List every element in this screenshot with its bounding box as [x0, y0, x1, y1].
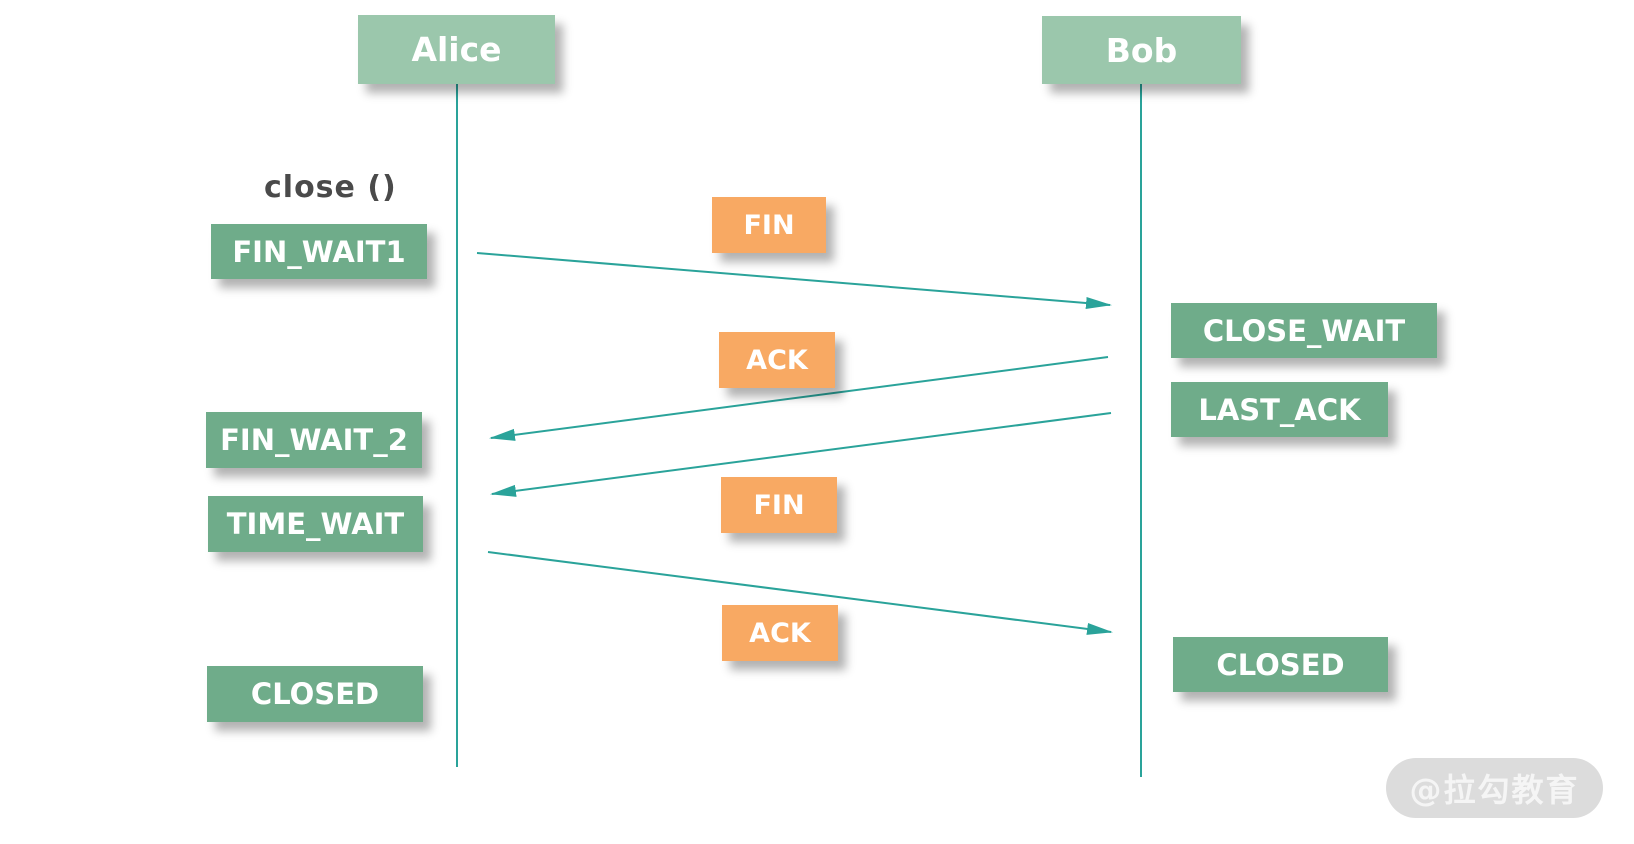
message-ack-2: ACK	[722, 605, 838, 661]
message-fin-1: FIN	[712, 197, 826, 253]
state-closed-bob: CLOSED	[1173, 637, 1388, 692]
state-fin-wait-2: FIN_WAIT_2	[206, 412, 422, 468]
ack-arrow-alice-to-bob	[487, 551, 1113, 635]
watermark-badge: @拉勾教育	[1386, 758, 1603, 818]
ack-arrow-bob-to-alice	[489, 356, 1109, 441]
actor-alice: Alice	[358, 15, 555, 84]
message-ack-1: ACK	[719, 332, 835, 388]
message-fin-2: FIN	[721, 477, 837, 533]
state-last-ack: LAST_ACK	[1171, 382, 1388, 437]
state-close-wait: CLOSE_WAIT	[1171, 303, 1437, 358]
state-fin-wait1: FIN_WAIT1	[211, 224, 427, 279]
actor-bob: Bob	[1042, 16, 1241, 84]
state-time-wait: TIME_WAIT	[208, 496, 423, 552]
fin-arrow-alice-to-bob	[476, 252, 1112, 310]
close-call-annotation: close ()	[264, 170, 397, 205]
fin-arrow-bob-to-alice	[490, 412, 1112, 497]
state-closed-alice: CLOSED	[207, 666, 423, 722]
